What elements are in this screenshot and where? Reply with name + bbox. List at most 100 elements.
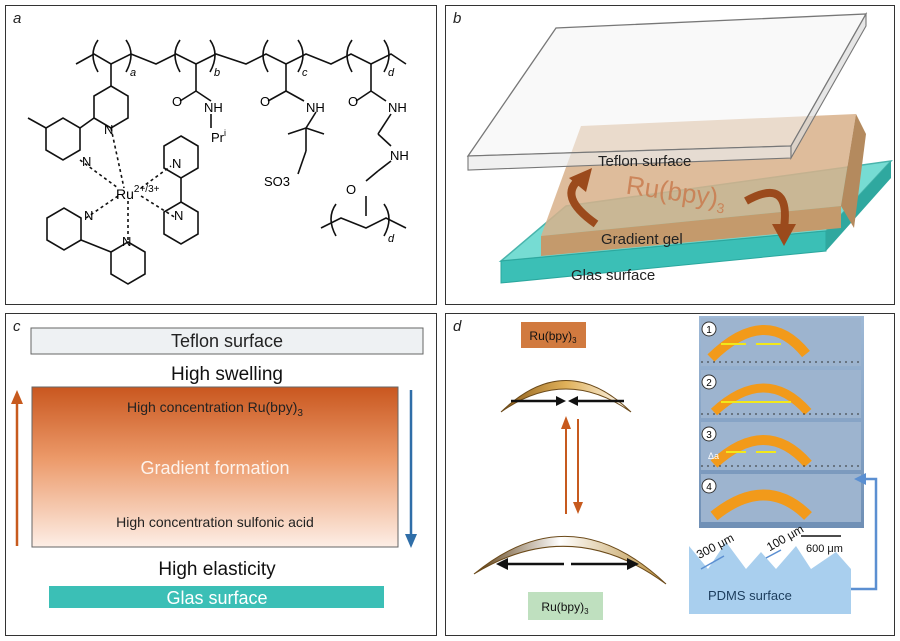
bending-diagram: Ru(bpy)3 Ru(bpy)3	[473, 316, 878, 620]
frame-number-4: 4	[706, 482, 712, 493]
subscript-c: c	[302, 67, 308, 79]
gel-sandwich-diagram: Teflon surface Ru(bpy)3 Gradient gel Gla…	[466, 11, 893, 284]
feedback-arrow-head	[854, 473, 866, 485]
photo-frame-4	[701, 474, 861, 522]
ruthenium-label: Ru2+/3+	[116, 184, 160, 202]
gel-side	[841, 114, 866, 228]
glas-surface-label: Glas surface	[571, 267, 655, 284]
bpy-ring-r2	[163, 201, 199, 245]
oxygen-d2: O	[346, 182, 356, 197]
frame-number-3: 3	[706, 430, 712, 441]
bracket-a-close	[125, 39, 132, 73]
so3h-label: SO3	[264, 174, 290, 189]
high-conc-sulfonic-label: High concentration sulfonic acid	[116, 514, 314, 530]
arrow-down-blue-head	[405, 534, 417, 548]
photo-frame-2	[701, 370, 861, 418]
dim-300-arrow	[700, 555, 725, 570]
bpy-ring-bl1	[46, 207, 82, 251]
panel-b: b Teflon surface Ru(bpy)3 Gradient gel G…	[445, 5, 895, 305]
nh-c: NH	[306, 100, 325, 115]
frame-number-1: 1	[706, 325, 712, 336]
pri-label: Pri	[211, 128, 226, 145]
teflon-surface-label: Teflon surface	[598, 153, 691, 170]
bottom-arrow-left-head	[496, 558, 508, 570]
oxygen-b: O	[172, 94, 182, 109]
panel-d-label: d	[453, 318, 462, 335]
oxygen-c: O	[260, 94, 270, 109]
teflon-surface-label: Teflon surface	[171, 331, 283, 351]
teflon-bar	[30, 327, 424, 355]
gradient-formation-label: Gradient formation	[140, 458, 289, 478]
high-swelling-label: High swelling	[171, 364, 283, 385]
nitrogen-3: N	[172, 156, 181, 171]
nitrogen-6: N	[122, 234, 131, 249]
panel-a-label: a	[13, 10, 22, 27]
panel-a: a	[5, 5, 437, 305]
arrow-up-orange-head	[11, 390, 23, 404]
nitrogen-1: N	[104, 122, 113, 137]
frame-number-2: 2	[706, 378, 712, 389]
nh-d2: NH	[390, 148, 409, 163]
top-arrow-left-head	[568, 396, 578, 406]
top-arc	[500, 380, 632, 413]
bottom-arc	[473, 536, 667, 585]
panel-c-label: c	[13, 318, 21, 335]
gradient-gel-box	[31, 386, 399, 548]
photo-frame-3	[701, 422, 861, 470]
gel-front	[541, 206, 841, 256]
bracket-c-close	[297, 39, 304, 73]
ru-box-bottom	[528, 592, 603, 620]
ru-bottom-label: Ru(bpy)3	[541, 600, 589, 616]
nitrogen-2: N	[82, 154, 91, 169]
curved-arrow-left-head	[569, 168, 592, 192]
subscript-b: b	[214, 67, 220, 79]
gradient-scheme: Teflon surface High swelling High concen…	[11, 327, 424, 608]
frame-number-bg-4	[701, 478, 717, 494]
subscript-d: d	[388, 67, 395, 79]
methyl-pyridine-ring	[45, 117, 81, 161]
pdms-surface	[689, 542, 851, 614]
backbone-line	[75, 53, 407, 65]
bottom-arrow-right-head	[627, 558, 639, 570]
bracket-b-close	[209, 39, 216, 73]
curved-arrow-right-head	[772, 224, 796, 246]
nh-b: NH	[204, 100, 223, 115]
scale-label: 600 μm	[806, 543, 843, 555]
ru-box-top	[521, 322, 586, 348]
ru-top-label: Ru(bpy)3	[529, 329, 577, 345]
glas-bar	[49, 586, 384, 608]
gradient-gel-label: Gradient gel	[601, 231, 683, 248]
bracket-d-close	[383, 39, 390, 73]
panel-d: d Ru(bpy)3	[445, 313, 895, 636]
curved-arrow-right	[744, 188, 789, 229]
top-arrow-right-head	[556, 396, 566, 406]
panel-c: c Teflon surface High swelling High conc…	[5, 313, 437, 636]
high-conc-ru-label: High concentration Ru(bpy)3	[127, 399, 303, 419]
teflon-plate-side	[790, 11, 867, 161]
arrow-up-head	[561, 416, 571, 429]
bracket-d-open	[346, 39, 353, 73]
bracket-a-open	[92, 39, 99, 73]
polymer-structure: a b c d d O NH Pri O NH SO3 O NH NH O N …	[27, 39, 409, 285]
nh-d1: NH	[388, 100, 407, 115]
dim-100-arrow	[765, 549, 782, 559]
nitrogen-4: N	[174, 208, 183, 223]
delta-a-label: Δa	[708, 451, 719, 461]
subscript-d2: d	[388, 233, 395, 245]
nitrogen-5: N	[84, 208, 93, 223]
frame-number-bg-2	[701, 374, 717, 390]
glas-surface-label: Glas surface	[166, 588, 267, 608]
arrow-down-head	[573, 502, 583, 514]
bracket-c-open	[262, 39, 269, 73]
frame-number-bg-1	[701, 321, 717, 337]
oxygen-d: O	[348, 94, 358, 109]
feedback-arrow	[841, 477, 878, 591]
subscript-a: a	[130, 67, 136, 79]
pdms-label: PDMS surface	[708, 588, 792, 603]
panel-b-label: b	[453, 10, 462, 27]
photo-frame-1	[701, 318, 861, 366]
high-elasticity-label: High elasticity	[158, 559, 276, 580]
frame-number-bg-3	[701, 426, 717, 442]
bracket-b-open	[174, 39, 181, 73]
glas-plate-side	[826, 161, 891, 251]
